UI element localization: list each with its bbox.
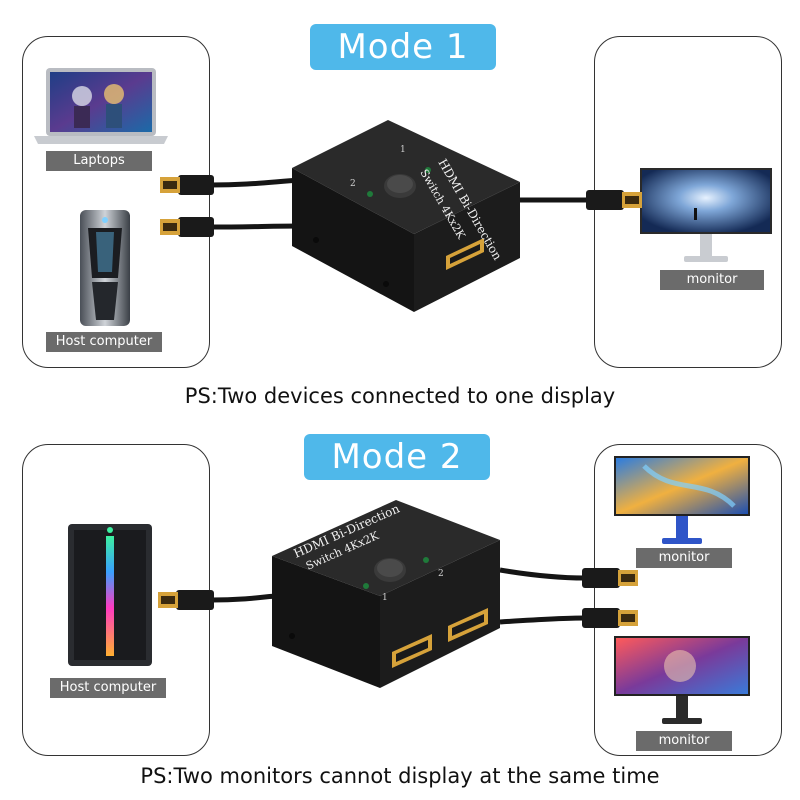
host-computer-icon	[68, 524, 152, 666]
host-computer-icon	[80, 210, 130, 326]
laptop-icon	[34, 68, 168, 144]
mode2-title: Mode 2	[304, 434, 490, 480]
hdmi-plug-icon	[586, 190, 642, 210]
monitor-label: monitor	[660, 270, 764, 290]
monitor-bottom-label: monitor	[636, 731, 732, 751]
port-label-2: 2	[350, 179, 356, 189]
port-label-1: 1	[382, 593, 388, 603]
monitor-top-label: monitor	[636, 548, 732, 568]
port-label-2: 2	[438, 569, 444, 579]
monitor-icon	[614, 636, 750, 724]
hdmi-plug-icon	[582, 568, 638, 588]
monitor-icon	[614, 456, 750, 544]
port-label-1: 1	[400, 145, 406, 155]
hdmi-plug-icon	[160, 175, 214, 195]
hdmi-plug-icon	[158, 590, 214, 610]
mode1-caption: PS:Two devices connected to one display	[184, 384, 616, 408]
monitor-icon	[640, 168, 772, 262]
hdmi-plug-icon	[582, 608, 638, 628]
host-computer-label: Host computer	[46, 332, 162, 352]
mode1-title: Mode 1	[310, 24, 496, 70]
hdmi-plug-icon	[160, 217, 214, 237]
host-computer-label: Host computer	[50, 678, 166, 698]
mode2-caption: PS:Two monitors cannot display at the sa…	[140, 764, 660, 788]
mode2-switch-diagram: HDMI Bi-Direction Switch 4Kx2K 1 2	[158, 500, 638, 688]
laptops-label: Laptops	[46, 151, 152, 171]
mode1-switch-diagram: HDMI Bi-Direction Switch 4Kx2K 1 2	[160, 120, 642, 312]
